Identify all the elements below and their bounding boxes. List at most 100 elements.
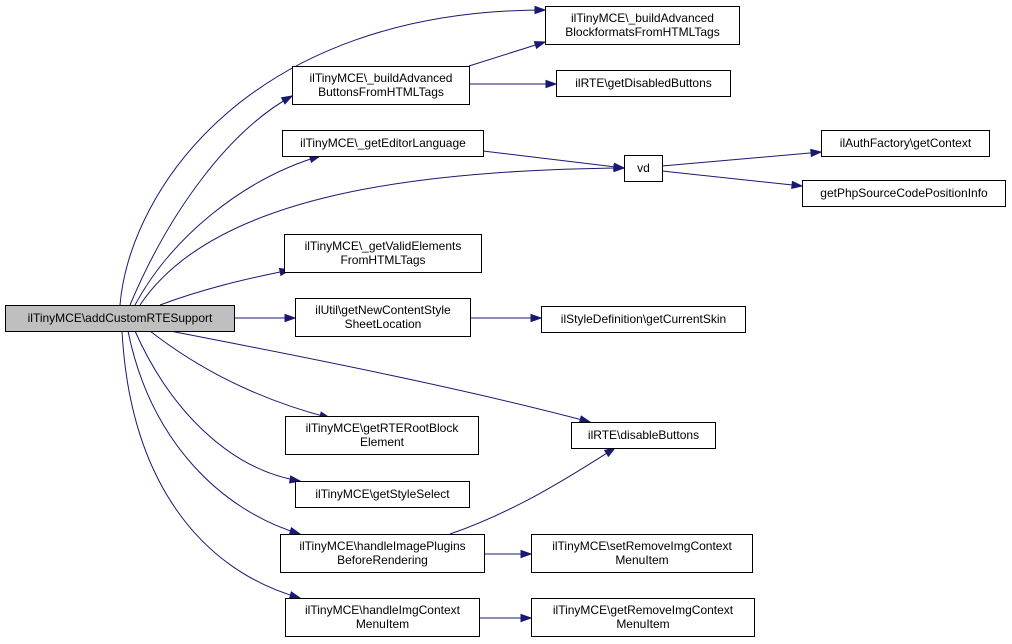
node-label: ilTinyMCE\getRemoveImgContext <box>553 603 734 617</box>
edge-vd-to-ctx <box>661 148 823 167</box>
edge-line <box>121 330 301 599</box>
node-box[interactable] <box>545 6 740 45</box>
edge-bbtn-to-disbtn <box>469 79 558 89</box>
arrowhead <box>284 313 297 323</box>
node-style[interactable]: ilTinyMCE\getStyleSelect <box>295 481 470 508</box>
edge-line <box>129 95 293 306</box>
node-box[interactable] <box>821 130 990 157</box>
edge-line <box>159 269 291 306</box>
node-label: ButtonsFromHTMLTags <box>318 85 444 99</box>
arrowhead <box>791 180 804 190</box>
node-vd[interactable]: vd <box>624 155 663 182</box>
edge-line <box>134 330 301 482</box>
edge-root-to-bbtn <box>129 95 294 306</box>
arrowhead <box>530 313 543 323</box>
call-edges <box>119 5 823 623</box>
node-box[interactable] <box>285 598 480 637</box>
arrowhead <box>534 5 547 15</box>
node-root[interactable]: ilTinyMCE\addCustomRTESupport <box>5 305 235 332</box>
edge-root-to-disable <box>169 330 592 424</box>
node-box[interactable] <box>284 234 482 273</box>
edge-lang-to-vd <box>482 150 626 171</box>
node-label: ilTinyMCE\setRemoveImgContext <box>552 539 732 553</box>
arrowhead <box>545 79 558 89</box>
edge-line <box>482 150 625 169</box>
edge-line <box>139 167 625 306</box>
node-label: ilTinyMCE\getStyleSelect <box>315 487 450 501</box>
node-box[interactable] <box>571 422 716 449</box>
arrowhead <box>533 41 547 50</box>
node-label: MenuItem <box>616 617 669 631</box>
node-label: BlockformatsFromHTMLTags <box>565 25 719 39</box>
node-box[interactable] <box>280 534 485 573</box>
node-label: MenuItem <box>356 617 409 631</box>
edge-hctx-to-getrm <box>479 613 533 623</box>
node-label: vd <box>637 161 650 175</box>
edge-root-to-style <box>134 330 302 484</box>
node-label: ilTinyMCE\_getEditorLanguage <box>300 136 466 150</box>
edge-line <box>468 41 546 67</box>
node-label: ilUtil\getNewContentStyle <box>315 303 451 317</box>
node-label: MenuItem <box>615 553 668 567</box>
node-box[interactable] <box>624 155 663 182</box>
node-label: Element <box>360 435 405 449</box>
edge-root-to-himg <box>127 330 302 536</box>
node-box[interactable] <box>541 306 746 333</box>
call-nodes: ilTinyMCE\addCustomRTESupport ilTinyMCE\_… <box>5 6 1006 637</box>
node-himg[interactable]: ilTinyMCE\handleImagePluginsBeforeRender… <box>280 534 485 573</box>
edge-util-to-skin <box>470 313 543 323</box>
node-ctx[interactable]: ilAuthFactory\getContext <box>821 130 990 157</box>
edge-line <box>661 170 803 187</box>
node-label: ilRTE\disableButtons <box>588 428 699 442</box>
node-label: ilAuthFactory\getContext <box>840 136 972 150</box>
node-box[interactable] <box>285 416 479 455</box>
node-lang[interactable]: ilTinyMCE\_getEditorLanguage <box>282 130 484 157</box>
node-label: ilTinyMCE\_buildAdvanced <box>571 11 714 25</box>
node-box[interactable] <box>5 305 235 332</box>
edge-himg-to-setrm <box>484 549 533 559</box>
node-bfmt[interactable]: ilTinyMCE\_buildAdvancedBlockformatsFrom… <box>545 6 740 45</box>
node-box[interactable] <box>295 298 471 337</box>
node-box[interactable] <box>802 180 1006 207</box>
node-label: ilRTE\getDisabledButtons <box>575 76 712 90</box>
edge-line <box>149 330 331 419</box>
arrowhead <box>280 95 294 105</box>
node-disbtn[interactable]: ilRTE\getDisabledButtons <box>556 70 731 97</box>
node-box[interactable] <box>295 481 470 508</box>
edge-himg-to-disable <box>449 447 617 535</box>
node-box[interactable] <box>292 66 470 105</box>
node-label: SheetLocation <box>345 317 422 331</box>
node-bbtn[interactable]: ilTinyMCE\_buildAdvancedButtonsFromHTMLT… <box>292 66 470 105</box>
arrowhead <box>288 526 302 536</box>
edge-line <box>661 151 822 167</box>
arrowhead <box>520 549 533 559</box>
node-box[interactable] <box>531 598 755 637</box>
edge-root-to-valid <box>159 267 292 306</box>
arrowhead <box>603 447 617 458</box>
edge-root-to-lang <box>134 154 322 306</box>
arrowhead <box>520 613 533 623</box>
node-php[interactable]: getPhpSourceCodePositionInfo <box>802 180 1006 207</box>
node-skin[interactable]: ilStyleDefinition\getCurrentSkin <box>541 306 746 333</box>
arrowhead <box>288 591 302 600</box>
node-label: getPhpSourceCodePositionInfo <box>820 186 988 200</box>
node-box[interactable] <box>531 534 753 573</box>
node-label: ilTinyMCE\getRTERootBlock <box>306 421 460 435</box>
edge-line <box>127 330 301 535</box>
arrowhead <box>810 148 823 158</box>
arrowhead <box>613 162 626 171</box>
node-box[interactable] <box>282 130 484 157</box>
node-label: ilTinyMCE\handleImgContext <box>305 603 461 617</box>
node-box[interactable] <box>556 70 731 97</box>
arrowhead <box>578 415 592 424</box>
node-label: BeforeRendering <box>337 553 428 567</box>
node-disable[interactable]: ilRTE\disableButtons <box>571 422 716 449</box>
edge-vd-to-php <box>661 170 804 190</box>
